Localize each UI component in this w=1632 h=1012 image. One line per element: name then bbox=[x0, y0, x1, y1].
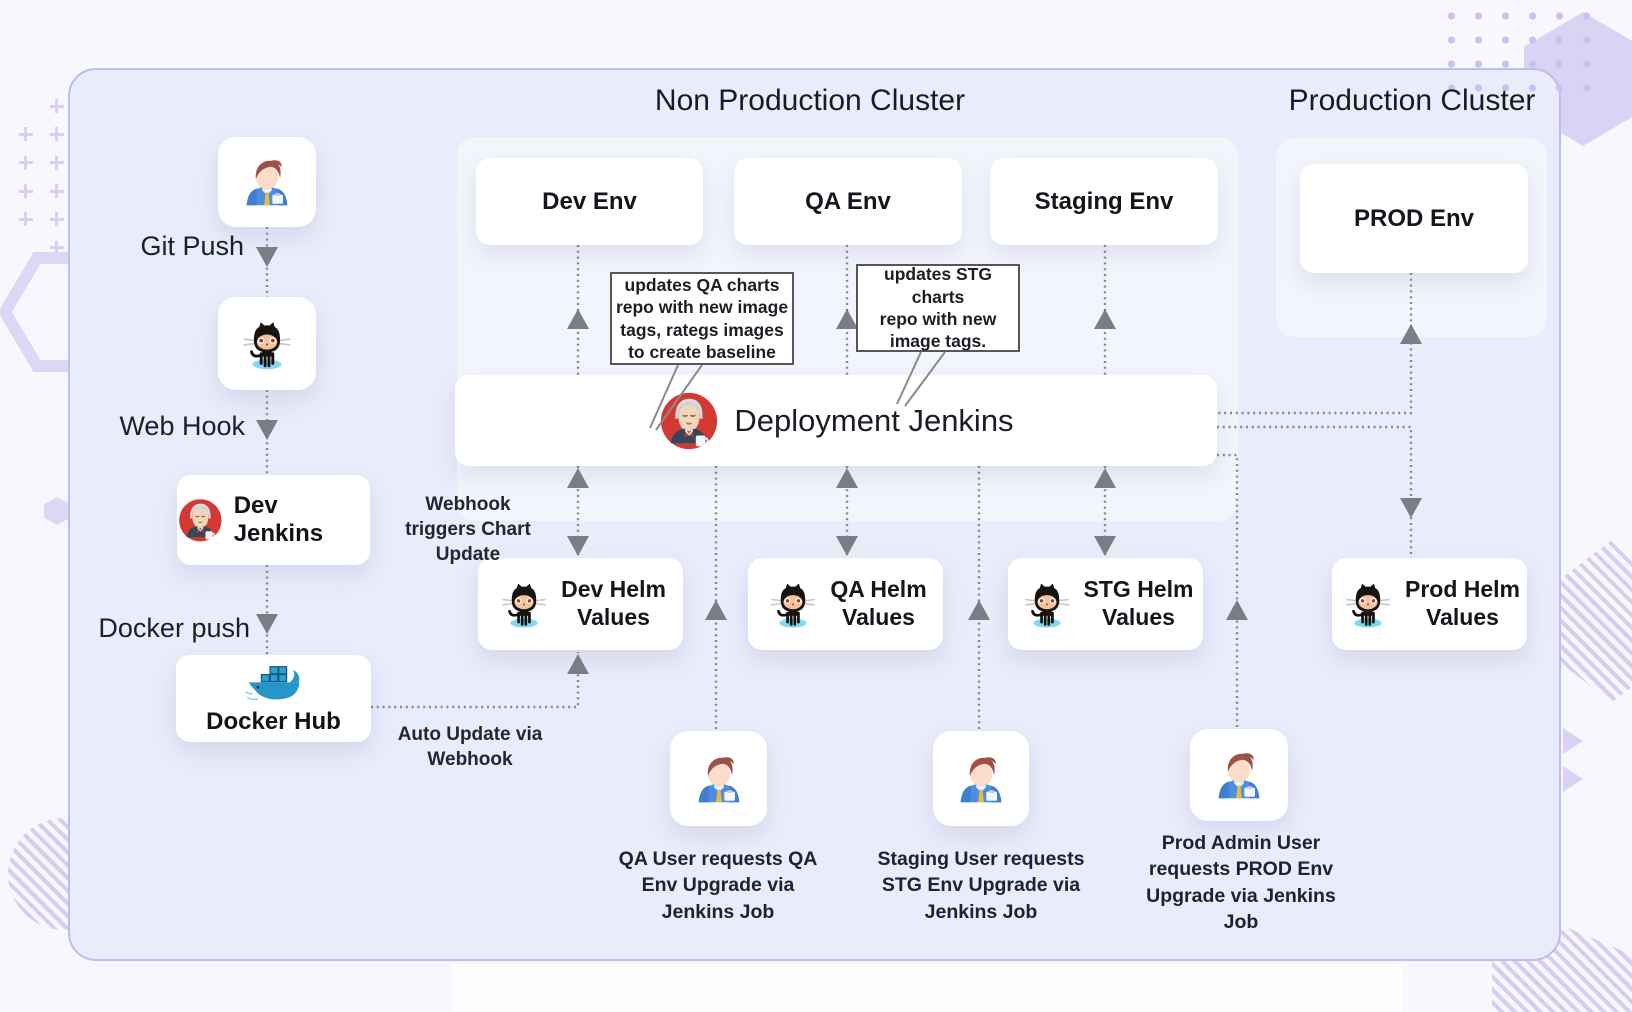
docker-hub-label: Docker Hub bbox=[206, 707, 341, 735]
person-icon bbox=[236, 151, 298, 213]
small-hexagon-decor bbox=[44, 497, 70, 525]
octocat-icon bbox=[764, 573, 822, 635]
prod-admin-user-caption: Prod Admin User requests PROD Env Upgrad… bbox=[1146, 832, 1336, 933]
triangle-decor-2 bbox=[1563, 766, 1583, 792]
bottom-white-band bbox=[452, 964, 1402, 1012]
person-icon bbox=[1208, 744, 1270, 806]
striped-hexagon-decor-right bbox=[1556, 540, 1632, 702]
dev-env-node: Dev Env bbox=[476, 158, 703, 245]
prod-admin-user-node bbox=[1190, 729, 1288, 821]
docker-push-label: Docker push bbox=[98, 613, 250, 643]
stg-helm-values-node: STG Helm Values bbox=[1008, 558, 1203, 650]
qa-charts-callout: updates QA charts repo with new image ta… bbox=[610, 272, 794, 365]
qa-user-node bbox=[670, 731, 767, 826]
git-push-label: Git Push bbox=[140, 231, 244, 261]
developer-user-node bbox=[218, 137, 316, 227]
github-node bbox=[218, 297, 316, 390]
auto-update-annotation: Auto Update via Webhook bbox=[397, 724, 543, 771]
stg-helm-values-label: STG Helm Values bbox=[1083, 576, 1194, 630]
person-icon bbox=[950, 748, 1012, 810]
dev-helm-values-node: Dev Helm Values bbox=[478, 558, 683, 650]
person-icon bbox=[688, 748, 750, 810]
qa-helm-values-label: QA Helm Values bbox=[830, 576, 927, 630]
jenkins-butler-icon bbox=[177, 497, 224, 544]
octocat-icon bbox=[1339, 573, 1397, 635]
docker-whale-icon bbox=[242, 662, 306, 706]
qa-helm-values-node: QA Helm Values bbox=[748, 558, 943, 650]
plus-grid-decor bbox=[10, 92, 72, 262]
hexagon-outline-decor bbox=[0, 252, 120, 372]
production-cluster-title: Production Cluster bbox=[1288, 84, 1536, 117]
octocat-icon bbox=[236, 313, 298, 375]
dot-grid-decor bbox=[1438, 4, 1608, 100]
dev-jenkins-node: Dev Jenkins bbox=[177, 475, 370, 565]
webhook-triggers-annotation: Webhook triggers Chart Update bbox=[405, 494, 531, 566]
octocat-icon bbox=[1018, 573, 1076, 635]
qa-user-caption: QA User requests QA Env Upgrade via Jenk… bbox=[618, 848, 818, 923]
qa-env-node: QA Env bbox=[734, 158, 962, 245]
jenkins-butler-icon bbox=[658, 390, 720, 452]
docker-hub-node: Docker Hub bbox=[176, 655, 371, 742]
prod-env-node: PROD Env bbox=[1300, 164, 1528, 273]
prod-helm-values-node: Prod Helm Values bbox=[1332, 558, 1527, 650]
deployment-jenkins-node: Deployment Jenkins bbox=[455, 375, 1217, 466]
staging-env-node: Staging Env bbox=[990, 158, 1218, 245]
deployment-jenkins-label: Deployment Jenkins bbox=[734, 402, 1014, 438]
dev-jenkins-label: Dev Jenkins bbox=[233, 492, 324, 547]
staging-user-node bbox=[933, 731, 1029, 826]
octocat-icon bbox=[495, 573, 553, 635]
staging-user-caption: Staging User requests STG Env Upgrade vi… bbox=[877, 848, 1085, 923]
stg-charts-callout: updates STG charts repo with new image t… bbox=[856, 264, 1020, 352]
non-production-cluster-title: Non Production Cluster bbox=[654, 84, 966, 117]
triangle-decor-1 bbox=[1563, 728, 1583, 754]
prod-helm-values-label: Prod Helm Values bbox=[1404, 576, 1521, 630]
web-hook-label: Web Hook bbox=[119, 411, 245, 441]
dev-helm-values-label: Dev Helm Values bbox=[561, 576, 666, 630]
